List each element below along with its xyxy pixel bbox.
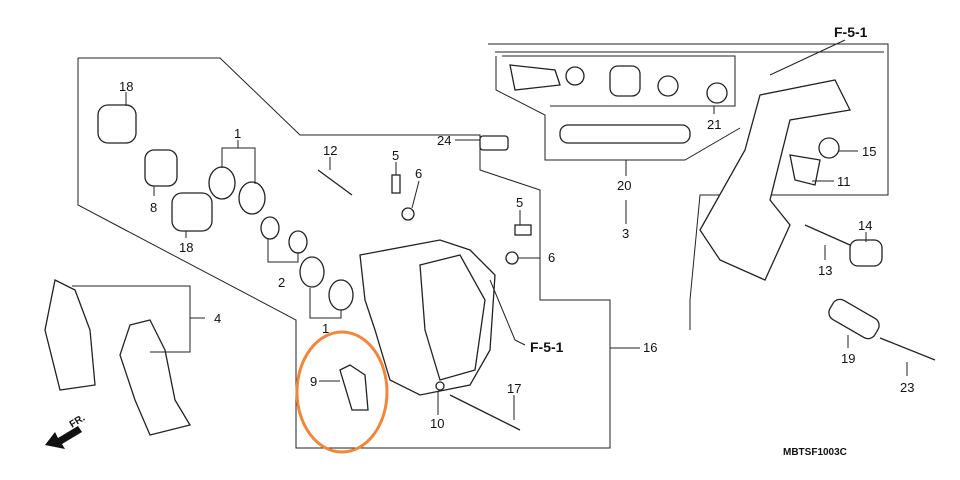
part-2-seal	[260, 216, 280, 240]
callout-6: 6	[548, 250, 555, 265]
callout-14: 14	[858, 218, 872, 233]
highlight-circle	[295, 330, 389, 454]
part-21-sleeve	[609, 65, 641, 97]
diagram-code: MBTSF1003C	[783, 447, 847, 458]
part-21-boot	[565, 66, 585, 86]
part-19-sleeve	[828, 298, 880, 340]
callout-5: 5	[516, 195, 523, 210]
callout-4: 4	[214, 311, 221, 326]
callouts: 18 1 8 18 12 5 6 24 21 20 3 5 6 2 4 1 9 …	[119, 24, 914, 458]
part-13-bolt	[804, 224, 851, 246]
reference-f-5-1-top[interactable]: F-5-1	[834, 24, 868, 40]
callout-1: 1	[322, 321, 329, 336]
part-5-bleeder-b	[514, 224, 532, 236]
part-1-seal-b	[328, 279, 354, 311]
part-18-pin	[97, 104, 137, 144]
part-15-boot	[818, 137, 840, 159]
part-20-kit	[559, 124, 691, 144]
parts	[44, 64, 936, 436]
callout-19: 19	[841, 351, 855, 366]
callout-2: 2	[278, 275, 285, 290]
part-3-bracket	[699, 79, 851, 281]
part-1-seal	[208, 166, 236, 200]
callout-13: 13	[818, 263, 832, 278]
callout-16: 16	[643, 340, 657, 355]
part-11-clip	[789, 154, 821, 186]
direction-label: FR.	[68, 413, 88, 431]
part-8-bushing	[144, 149, 178, 187]
part-21-bracket	[509, 64, 561, 91]
callout-10: 10	[430, 416, 444, 431]
leader-lines	[72, 39, 908, 420]
part-23-bolt	[879, 337, 936, 361]
group-outlines	[77, 43, 889, 449]
part-18-pin-b	[171, 192, 213, 232]
part-9-pad-spring	[339, 364, 369, 411]
front-direction-arrow: FR.	[45, 413, 87, 449]
part-21-clip	[657, 75, 679, 97]
callout-23: 23	[900, 380, 914, 395]
callout-9: 9	[310, 374, 317, 389]
callout-5: 5	[392, 148, 399, 163]
part-6-cap	[401, 207, 415, 221]
callout-24: 24	[437, 133, 451, 148]
part-1-seal-b	[299, 256, 325, 288]
callout-20: 20	[617, 178, 631, 193]
part-10-washer	[435, 381, 445, 391]
callout-21: 21	[707, 117, 721, 132]
part-6-cap-b	[505, 251, 519, 265]
part-1-seal	[238, 181, 266, 215]
part-24-bolt	[479, 135, 509, 151]
part-14-pin	[849, 239, 883, 267]
part-5-bleeder	[391, 174, 401, 194]
part-4-pad-a	[44, 279, 96, 391]
part-17-pin	[449, 394, 521, 431]
callout-17: 17	[507, 381, 521, 396]
part-caliper-piston-side	[419, 254, 486, 381]
callout-18: 18	[119, 79, 133, 94]
callout-1: 1	[234, 126, 241, 141]
callout-11: 11	[837, 174, 851, 189]
part-4-pad-b	[119, 319, 192, 436]
callout-8: 8	[150, 200, 157, 215]
callout-12: 12	[323, 143, 337, 158]
callout-3: 3	[622, 226, 629, 241]
callout-6: 6	[415, 166, 422, 181]
part-12-pin	[317, 169, 353, 196]
part-21-seal	[706, 82, 728, 104]
part-2-seal	[288, 230, 308, 254]
callout-18: 18	[179, 240, 193, 255]
callout-15: 15	[862, 144, 876, 159]
reference-f-5-1-middle[interactable]: F-5-1	[530, 339, 564, 355]
